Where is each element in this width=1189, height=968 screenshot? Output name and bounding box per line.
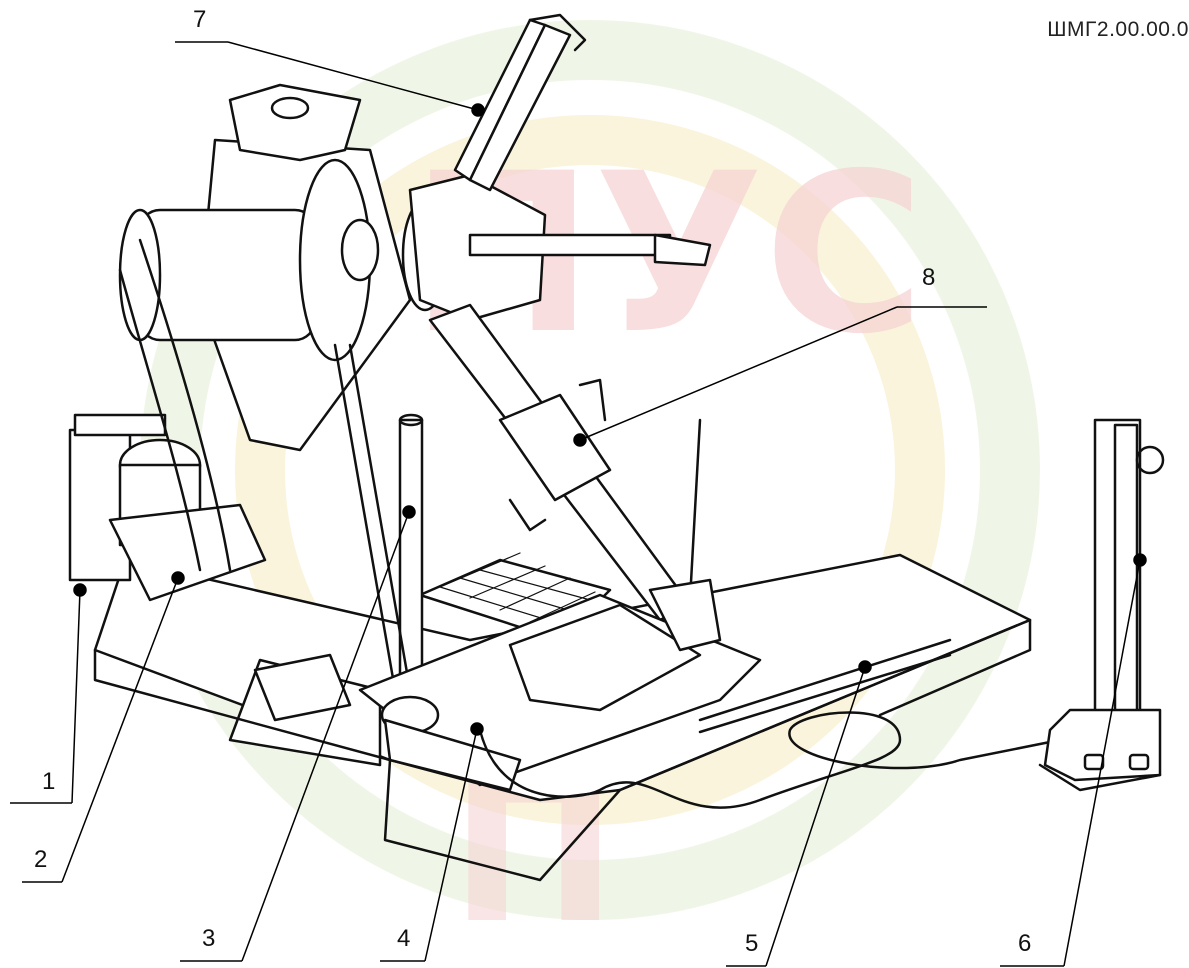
- callout-7-leader: [175, 41, 485, 117]
- callout-4-leader: [380, 722, 484, 962]
- callout-label-4: 4: [397, 925, 411, 952]
- callout-8-leader: [573, 306, 987, 447]
- callout-1-leader: [10, 583, 87, 804]
- document-code: ШМГ2.00.00.0: [1047, 18, 1189, 41]
- callout-label-1: 1: [42, 768, 56, 795]
- callout-6-leader: [1000, 553, 1147, 967]
- callout-label-8: 8: [922, 264, 936, 291]
- callout-label-7: 7: [193, 6, 207, 33]
- callout-label-3: 3: [202, 925, 216, 952]
- callout-2-leader: [22, 571, 185, 883]
- callout-label-2: 2: [34, 846, 48, 873]
- callout-label-6: 6: [1018, 930, 1032, 957]
- callout-label-5: 5: [745, 930, 759, 957]
- callout-3-leader: [180, 505, 416, 962]
- callout-5-leader: [726, 660, 872, 967]
